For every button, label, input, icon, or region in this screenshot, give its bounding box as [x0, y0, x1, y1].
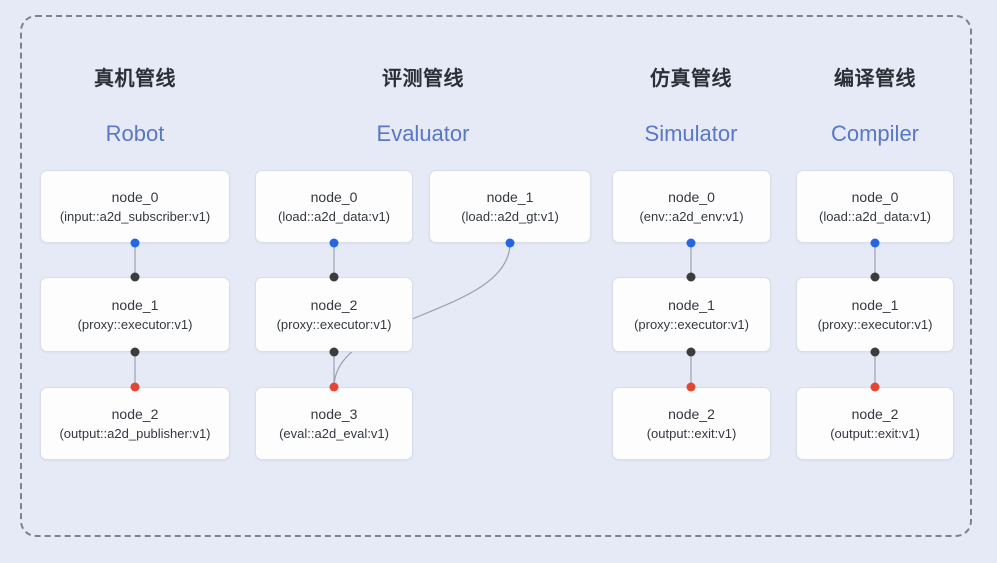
connector-dot-blue[interactable] [870, 238, 880, 248]
node-name-label: node_0 [310, 188, 358, 205]
connector-dot-red[interactable] [870, 382, 880, 392]
pipeline-title-en-compiler: Compiler [830, 121, 920, 146]
node-compiler-node_2[interactable]: node_2(output::exit:v1) [796, 387, 954, 460]
connector-dot-red[interactable] [130, 382, 140, 392]
connector-dot-red[interactable] [686, 382, 696, 392]
node-name-label: node_1 [486, 188, 534, 205]
node-name-label: node_0 [668, 188, 715, 205]
connector-dot-blue[interactable] [329, 238, 339, 248]
node-type-label: (env::a2d_env:v1) [639, 208, 744, 224]
connector-dot-red[interactable] [329, 382, 339, 392]
connector-dot-black[interactable] [329, 272, 339, 282]
connector-dot-black[interactable] [686, 347, 696, 357]
pipeline-title-zh-evaluator: 评测管线 [382, 68, 464, 90]
node-type-label: (proxy::executor:v1) [634, 316, 749, 332]
pipeline-title-en-robot: Robot [105, 121, 165, 146]
connector-dot-black[interactable] [870, 347, 880, 357]
node-robot-node_1[interactable]: node_1(proxy::executor:v1) [40, 277, 230, 352]
node-evaluator-node_2[interactable]: node_2(proxy::executor:v1) [255, 277, 413, 352]
node-type-label: (input::a2d_subscriber:v1) [59, 208, 211, 224]
pipeline-title-en-simulator: Simulator [644, 121, 738, 146]
pipeline-title-zh-compiler: 编译管线 [834, 68, 916, 90]
node-compiler-node_1[interactable]: node_1(proxy::executor:v1) [796, 277, 954, 352]
node-type-label: (proxy::executor:v1) [817, 316, 933, 332]
node-name-label: node_1 [668, 296, 715, 313]
node-simulator-node_1[interactable]: node_1(proxy::executor:v1) [612, 277, 771, 352]
node-name-label: node_2 [310, 296, 358, 313]
connector-dot-black[interactable] [686, 272, 696, 282]
pipeline-title-zh-simulator: 仿真管线 [650, 68, 732, 90]
node-name-label: node_2 [851, 405, 899, 422]
node-simulator-node_0[interactable]: node_0(env::a2d_env:v1) [612, 170, 771, 243]
pipeline-title-zh-robot: 真机管线 [94, 68, 176, 90]
connector-dot-blue[interactable] [505, 238, 515, 248]
node-evaluator-node_0[interactable]: node_0(load::a2d_data:v1) [255, 170, 413, 243]
node-type-label: (output::exit:v1) [646, 425, 737, 441]
node-type-label: (output::a2d_publisher:v1) [59, 425, 211, 441]
node-name-label: node_2 [668, 405, 715, 422]
connector-dot-black[interactable] [870, 272, 880, 282]
node-name-label: node_1 [111, 296, 159, 313]
connector-dot-black[interactable] [329, 347, 339, 357]
node-type-label: (proxy::executor:v1) [276, 316, 392, 332]
node-name-label: node_0 [111, 188, 159, 205]
connector-dot-black[interactable] [130, 347, 140, 357]
pipeline-title-en-evaluator: Evaluator [376, 121, 470, 146]
node-evaluator-node_3[interactable]: node_3(eval::a2d_eval:v1) [255, 387, 413, 460]
node-type-label: (output::exit:v1) [830, 425, 920, 441]
connector-dot-blue[interactable] [130, 238, 140, 248]
node-robot-node_2[interactable]: node_2(output::a2d_publisher:v1) [40, 387, 230, 460]
node-robot-node_0[interactable]: node_0(input::a2d_subscriber:v1) [40, 170, 230, 243]
node-name-label: node_2 [111, 405, 159, 422]
node-type-label: (proxy::executor:v1) [77, 316, 193, 332]
node-type-label: (load::a2d_data:v1) [818, 208, 932, 224]
node-compiler-node_0[interactable]: node_0(load::a2d_data:v1) [796, 170, 954, 243]
node-type-label: (load::a2d_gt:v1) [461, 208, 559, 224]
node-evaluator-node_1[interactable]: node_1(load::a2d_gt:v1) [429, 170, 591, 243]
dashed-frame [20, 15, 972, 537]
node-simulator-node_2[interactable]: node_2(output::exit:v1) [612, 387, 771, 460]
connector-dot-black[interactable] [130, 272, 140, 282]
node-name-label: node_1 [851, 296, 899, 313]
node-name-label: node_3 [310, 405, 358, 422]
connector-dot-blue[interactable] [686, 238, 696, 248]
node-type-label: (eval::a2d_eval:v1) [279, 425, 389, 441]
node-name-label: node_0 [851, 188, 899, 205]
node-type-label: (load::a2d_data:v1) [277, 208, 391, 224]
